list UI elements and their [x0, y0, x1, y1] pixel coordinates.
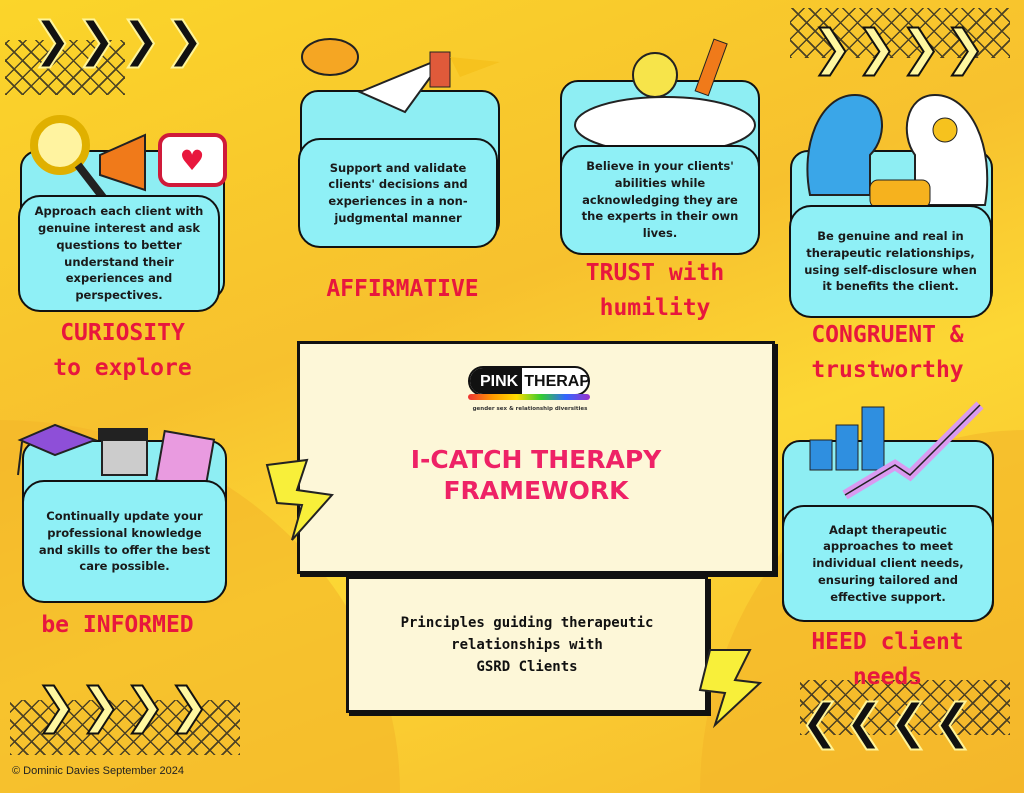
- graduation-cap-clapper-book-icon: [17, 423, 216, 490]
- logo-tagline: gender sex & relationship diversities: [472, 406, 588, 412]
- lightbulb-cloud-icon: [574, 38, 756, 145]
- rainbow-stripe: [468, 394, 590, 400]
- crosshatch-decoration: [790, 8, 1010, 58]
- crosshatch-decoration: [5, 40, 125, 95]
- subtitle-line: relationships with: [451, 636, 603, 653]
- pink-therapy-logo: PINKTHERAPY: [468, 366, 590, 396]
- chevrons-right-icon: ❯❯❯❯: [811, 20, 986, 76]
- subtitle-card: Principles guiding therapeutic relationsh…: [346, 576, 708, 713]
- magnifier-megaphone-heart-icon: ♥: [30, 115, 227, 203]
- principle-description: Approach each client with genuine intere…: [18, 195, 220, 312]
- lightning-bolt-icon: [698, 649, 763, 729]
- lightning-bolt-icon: [265, 458, 334, 541]
- chevrons-right-icon: ❯❯❯❯: [31, 12, 206, 68]
- chevrons-left-icon: ❮❮❮❮: [799, 694, 974, 750]
- principle-description: Adapt therapeutic approaches to meet ind…: [782, 505, 994, 622]
- principle-description: Continually update your professional kno…: [22, 480, 227, 603]
- bar-chart-arrow-icon: [809, 401, 984, 500]
- chevrons-right-icon: ❯❯❯❯: [35, 678, 210, 734]
- heads-handshake-icon: [806, 93, 989, 209]
- principle-title: CONGRUENT &trustworthy: [811, 322, 964, 383]
- cloud-paper-plane-icon: [301, 38, 500, 114]
- principle-description: Support and validate clients' decisions …: [298, 138, 498, 248]
- subtitle-line: Principles guiding therapeutic: [400, 614, 654, 631]
- copyright-text: © Dominic Davies September 2024: [12, 765, 184, 777]
- principle-title: be INFORMED: [41, 612, 194, 638]
- crosshatch-decoration: [800, 680, 1010, 735]
- subtitle-line: GSRD Clients: [476, 658, 578, 675]
- title-card: PINKTHERAPY gender sex & relationship di…: [297, 341, 775, 574]
- svg-text:♥: ♥: [179, 144, 204, 177]
- principle-description: Be genuine and real in therapeutic relat…: [789, 205, 992, 318]
- principle-description: Believe in your clients' abilities while…: [560, 145, 760, 255]
- principle-title: AFFIRMATIVE: [326, 276, 479, 302]
- crosshatch-decoration: [10, 700, 240, 755]
